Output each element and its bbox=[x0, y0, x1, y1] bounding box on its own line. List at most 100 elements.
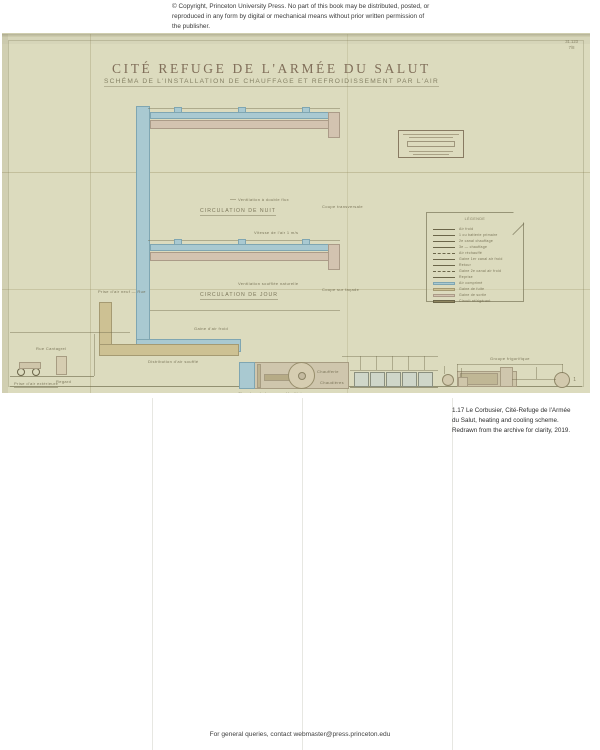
fan-label: Ventilateur bbox=[286, 391, 309, 393]
drawing-subtitle: SCHÉMA DE L'INSTALLATION DE CHAUFFAGE ET… bbox=[104, 78, 440, 87]
archive-stamp bbox=[398, 130, 464, 158]
leader-line bbox=[230, 199, 236, 200]
duct-hanger bbox=[302, 107, 310, 113]
boiler-unit bbox=[418, 372, 433, 387]
receiver-tank bbox=[458, 377, 468, 387]
refrigerant-line bbox=[457, 364, 563, 365]
condenser-water-main bbox=[512, 379, 556, 380]
duct-hanger bbox=[238, 107, 246, 113]
kiosk-label: Regard bbox=[56, 379, 72, 384]
legend-title: LÉGENDE bbox=[464, 217, 486, 221]
filter-bank bbox=[257, 364, 261, 388]
upper-floor-edge-block bbox=[328, 112, 340, 138]
duct-hanger bbox=[238, 239, 246, 245]
legend-swatch bbox=[433, 270, 455, 272]
legend-label: Gaine de fuite bbox=[459, 287, 485, 291]
upper-floor-caption: CIRCULATION DE NUIT bbox=[200, 208, 276, 216]
expansion-vessel bbox=[442, 374, 454, 386]
valve-stem bbox=[444, 366, 445, 374]
legend-swatch bbox=[433, 234, 455, 236]
compressor-label: Compresseur bbox=[510, 392, 538, 393]
roof-reference-line bbox=[150, 310, 340, 311]
middle-floor-caption: CIRCULATION DE JOUR bbox=[200, 292, 278, 300]
legend-label: Air comprimé bbox=[459, 281, 483, 285]
facade-line bbox=[94, 334, 95, 376]
fan-hub bbox=[298, 372, 306, 380]
horizontal-return-duct bbox=[99, 344, 239, 356]
boiler-flue bbox=[424, 356, 425, 370]
copyright-notice: © Copyright, Princeton University Press.… bbox=[172, 3, 430, 30]
boiler-flue bbox=[392, 356, 393, 370]
legend-label: 3e — chauffage bbox=[459, 245, 488, 249]
upper-floor-note: Ventilation à double flux bbox=[238, 197, 290, 202]
legend-box: LÉGENDE Air froid 1 ou batterie primaire… bbox=[426, 212, 525, 303]
legend-swatch bbox=[433, 299, 455, 303]
riser-label: Gaine d'air froid bbox=[194, 326, 229, 331]
boiler-unit bbox=[370, 372, 385, 387]
legend-swatch bbox=[433, 293, 455, 297]
legend-label: Gaine 2e canal air froid bbox=[459, 269, 502, 273]
middle-floor-air-note: Vitesse de l'air 1 m/s bbox=[254, 230, 299, 235]
layout-guide-line bbox=[152, 398, 153, 750]
refrigerant-riser bbox=[457, 364, 458, 372]
vertical-supply-duct bbox=[136, 106, 150, 351]
compressor-block bbox=[500, 367, 513, 387]
vehicle-body bbox=[19, 362, 41, 369]
boiler-flue bbox=[376, 356, 377, 370]
upper-floor-supply-plenum bbox=[150, 112, 336, 119]
street-level-line bbox=[10, 376, 94, 377]
air-washer-label: Chambre de lavage bbox=[238, 391, 279, 393]
street-kiosk bbox=[56, 356, 67, 375]
boiler-bank-label: Chaudières à vapeur bbox=[364, 392, 408, 393]
boiler-label: Chaudières bbox=[320, 380, 344, 385]
boiler-unit bbox=[386, 372, 401, 387]
legend-swatch bbox=[433, 228, 455, 230]
upper-floor-detail-note: Coupe transversale bbox=[322, 204, 363, 209]
boiler-bank-header bbox=[350, 370, 438, 371]
sheet-reference: 31.123 7/8 bbox=[565, 39, 578, 51]
figure-plate: 31.123 7/8 CITÉ REFUGE DE L'ARMÉE DU SAL… bbox=[2, 33, 590, 393]
upper-floor-slab bbox=[150, 120, 336, 129]
pump-riser bbox=[562, 364, 563, 373]
boiler-flue bbox=[408, 356, 409, 370]
vehicle-wheel bbox=[17, 368, 25, 376]
duct-hanger bbox=[174, 239, 182, 245]
pump-label: Pompe de circulation bbox=[440, 392, 484, 393]
air-washer-chamber bbox=[239, 362, 255, 389]
layout-guide-line bbox=[302, 398, 303, 750]
boiler-unit bbox=[354, 372, 369, 387]
drawing-title: CITÉ REFUGE DE L'ARMÉE DU SALUT bbox=[112, 61, 431, 76]
figure-caption: 1.17 Le Corbusier, Cité-Refuge de l'Armé… bbox=[452, 407, 571, 435]
plate-number: 1 bbox=[573, 377, 576, 383]
legend-swatch bbox=[433, 246, 455, 248]
legend-label: Air réchauffé bbox=[459, 251, 483, 255]
middle-floor-edge-block bbox=[328, 244, 340, 270]
legend-swatch bbox=[433, 264, 455, 266]
middle-floor-slab bbox=[150, 252, 336, 261]
legend-label: 1 ou batterie primaire bbox=[459, 233, 498, 237]
cooling-group-label: Groupe frigorifique bbox=[490, 356, 530, 361]
legend-label: Gaine 1er canal air froid bbox=[459, 257, 503, 261]
cooling-tower-label: Tour de refroidissement bbox=[547, 392, 590, 393]
boiler-unit bbox=[402, 372, 417, 387]
page-footer: For general queries, contact webmaster@p… bbox=[209, 731, 391, 738]
middle-floor-supply-plenum bbox=[150, 244, 336, 251]
valve-stem bbox=[536, 367, 537, 379]
steam-main bbox=[342, 356, 438, 357]
supply-duct-label: Distribution d'air soufflé bbox=[148, 359, 199, 364]
valve-stem bbox=[461, 368, 462, 377]
circulation-pump bbox=[554, 372, 570, 388]
middle-floor-detail-note: Coupe sur façade bbox=[322, 287, 360, 292]
legend-swatch bbox=[433, 276, 455, 278]
street-label: Rue Cantagrel bbox=[36, 346, 67, 351]
vehicle-wheel bbox=[32, 368, 40, 376]
legend-label: Reprise bbox=[459, 275, 473, 279]
condenser-label: Bac de condensation bbox=[464, 392, 508, 393]
legend-label: Retour bbox=[459, 263, 472, 267]
legend-swatch bbox=[433, 287, 455, 291]
legend-label: Circuit réfrigérant bbox=[459, 299, 491, 303]
legend-swatch bbox=[433, 240, 455, 242]
legend-swatch bbox=[433, 252, 455, 254]
duct-hanger bbox=[174, 107, 182, 113]
